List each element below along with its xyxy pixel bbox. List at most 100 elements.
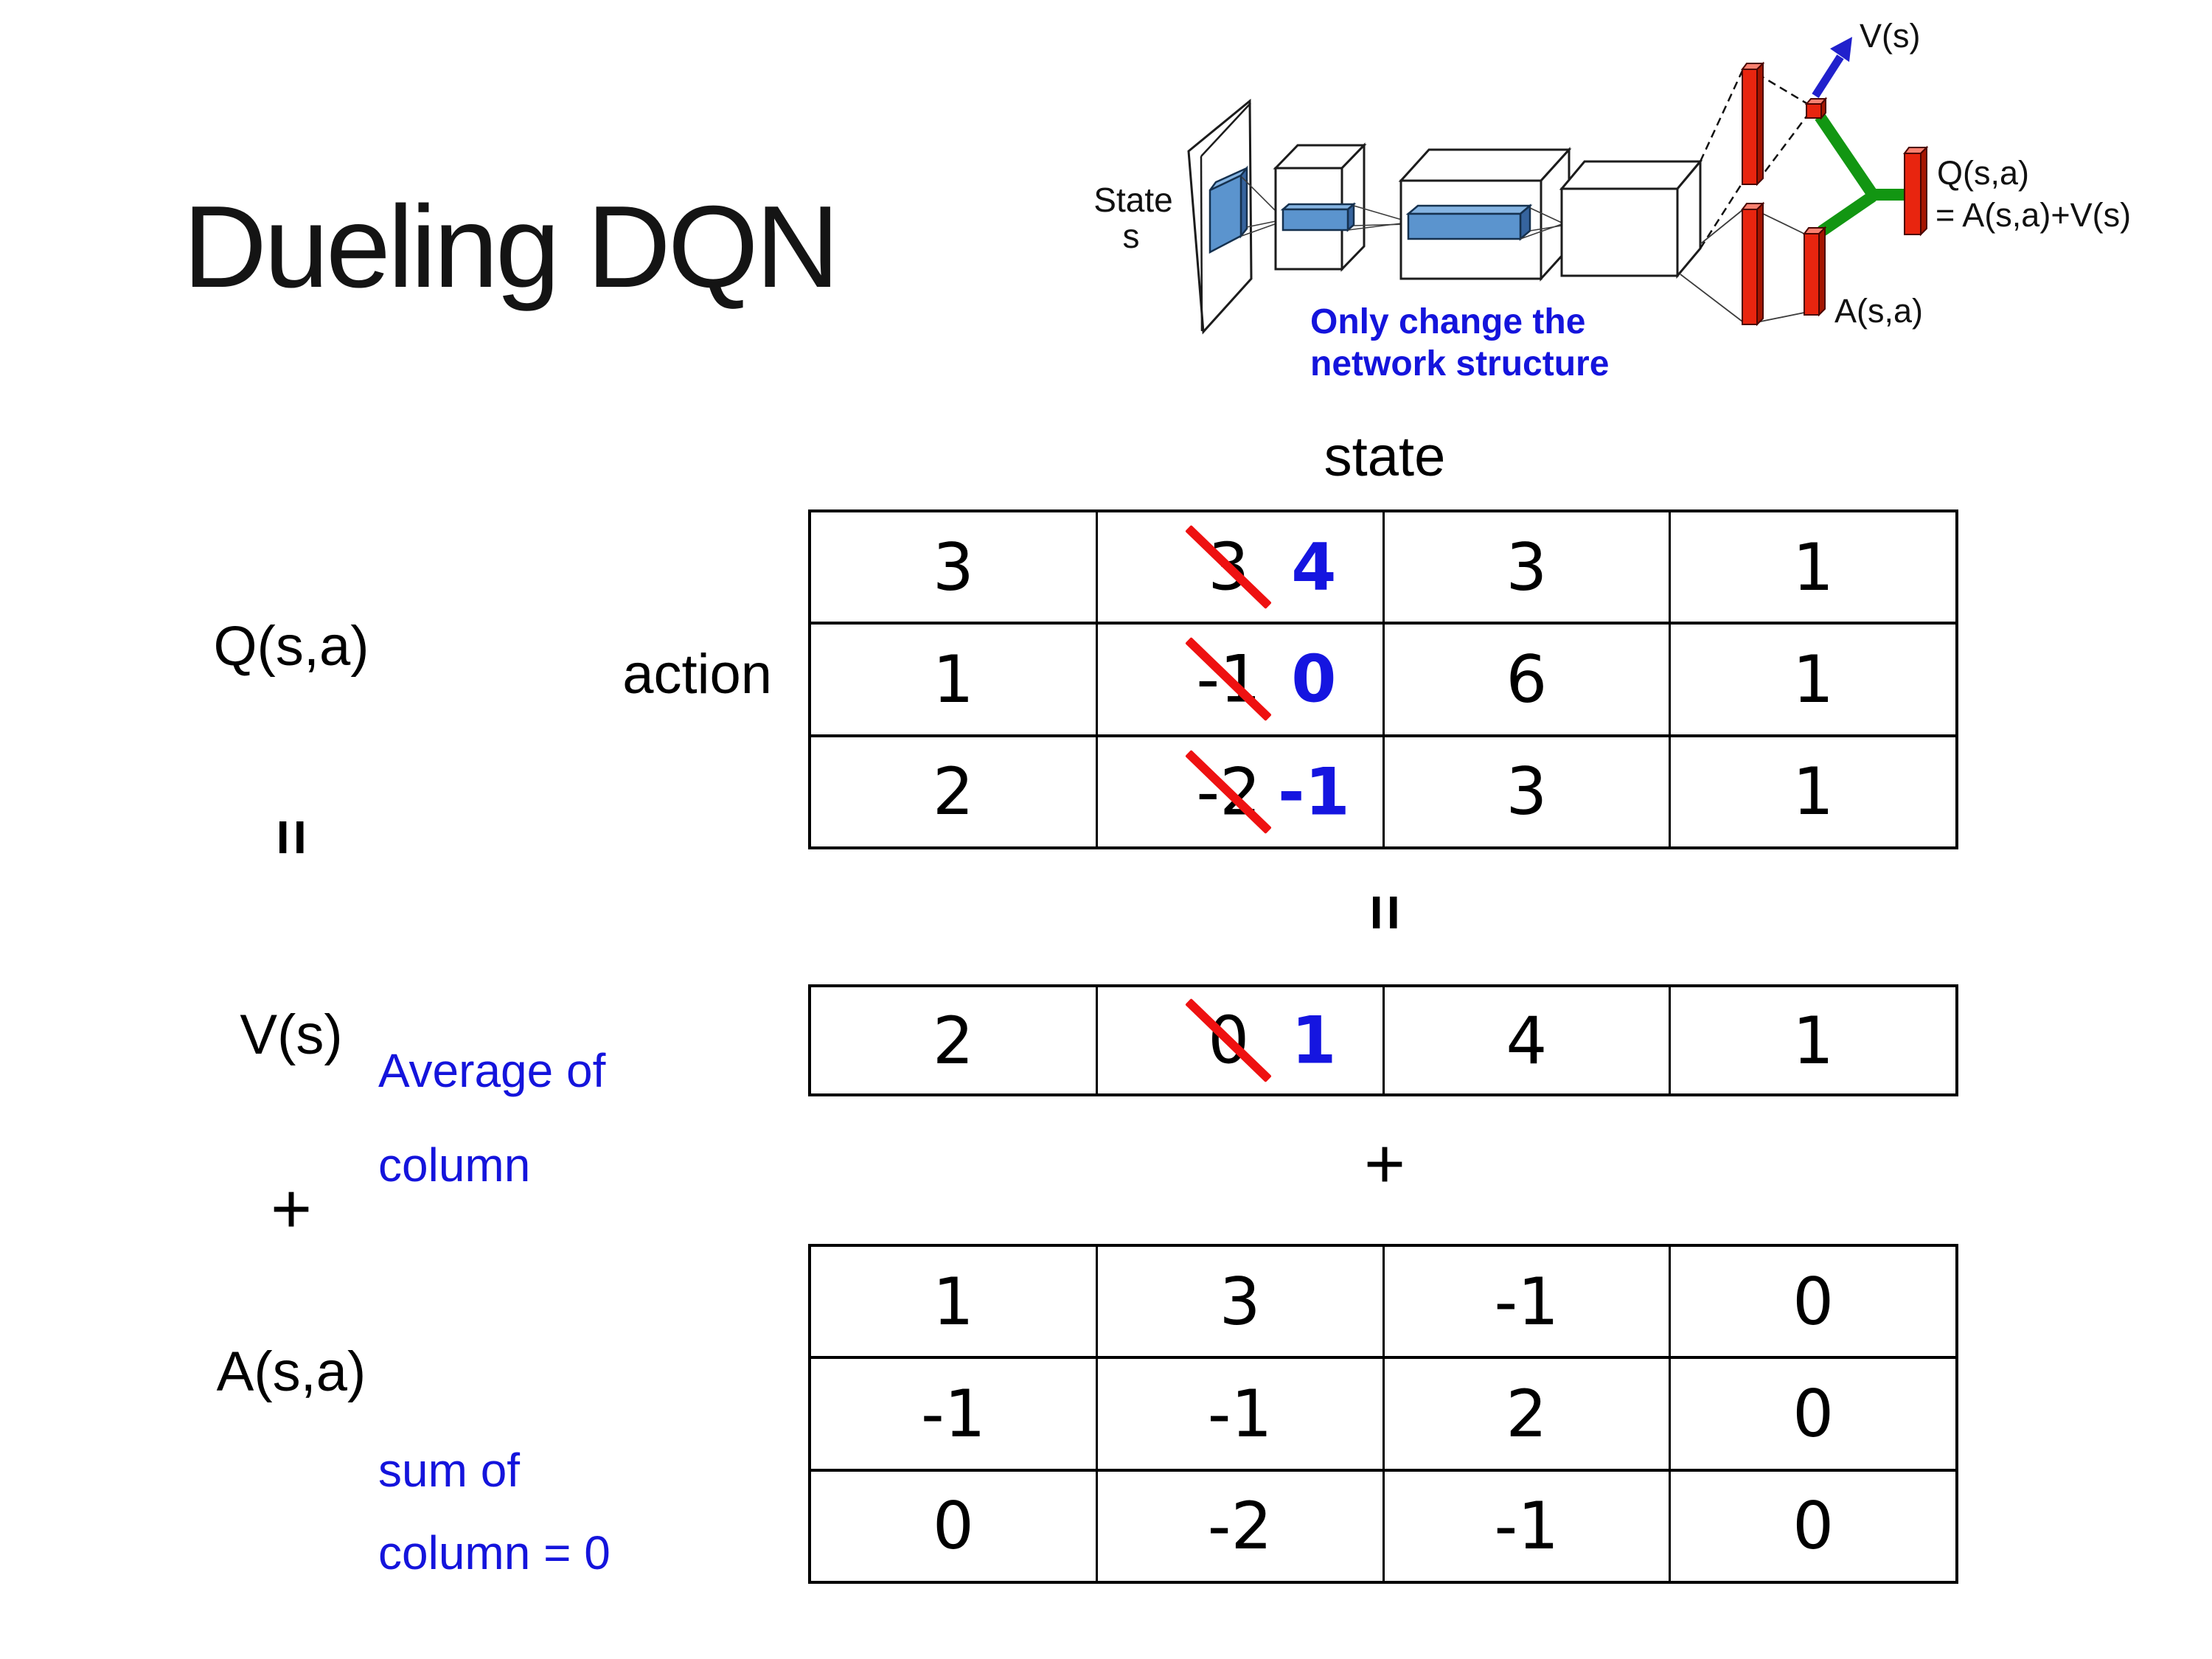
diagram-q-eq-label: = A(s,a)+V(s) bbox=[1935, 196, 2131, 234]
table-row: 3 34 3 1 bbox=[811, 512, 1955, 622]
table-cell: 1 bbox=[1669, 737, 1955, 846]
fc-solid-links bbox=[1680, 209, 1805, 323]
corrected-value: 1 bbox=[1291, 1002, 1337, 1079]
table-row: 0 -2 -1 0 bbox=[811, 1468, 1955, 1581]
cell-value: 2 bbox=[1506, 1375, 1548, 1452]
cell-value: -1 bbox=[1494, 1263, 1559, 1340]
table-cell: 3 bbox=[1095, 1247, 1382, 1357]
cell-value: 6 bbox=[1506, 641, 1548, 717]
v-table: 2 01 4 1 bbox=[808, 984, 1958, 1096]
v-node bbox=[1804, 97, 1828, 120]
table-cell: 0 bbox=[1669, 1359, 1955, 1469]
table-cell: 3 bbox=[1382, 512, 1669, 622]
table-cell: 2 bbox=[811, 737, 1096, 846]
cell-value: -1 bbox=[1207, 1375, 1273, 1452]
conv-slab-1 bbox=[1280, 202, 1357, 232]
diagram-input-label-s: s bbox=[1123, 217, 1140, 255]
slide-title: Dueling DQN bbox=[183, 182, 840, 312]
cell-value: 1 bbox=[1792, 641, 1834, 717]
diagram-a-label: A(s,a) bbox=[1834, 292, 1923, 330]
network-diagram: State s V(s) A(s,a) Q(s,a) = A(s,a)+V(s)… bbox=[1093, 17, 2131, 383]
conv-slab-2 bbox=[1405, 204, 1533, 241]
average-note: Average of column bbox=[378, 1044, 606, 1192]
table-cell: 2 bbox=[811, 987, 1096, 1093]
corrected-value: 0 bbox=[1291, 641, 1337, 717]
cell-value: 3 bbox=[932, 529, 974, 605]
corrected-value: -1 bbox=[1278, 754, 1350, 830]
table-cell: 3 bbox=[1382, 737, 1669, 846]
table-cell: -1 bbox=[1382, 1471, 1669, 1581]
v-function-label: V(s) bbox=[240, 1004, 343, 1066]
cell-value: 3 bbox=[1506, 529, 1548, 605]
cell-value: -1 bbox=[921, 1375, 986, 1452]
cell-value: 1 bbox=[1792, 754, 1834, 830]
conv-cone-2 bbox=[1347, 205, 1408, 231]
diagram-v-label: V(s) bbox=[1860, 17, 1921, 55]
cell-value: -1 bbox=[1494, 1488, 1559, 1565]
cell-value: 0 bbox=[1792, 1375, 1834, 1452]
table-row: 2 -2-1 3 1 bbox=[811, 734, 1955, 846]
cell-value: -2 bbox=[1207, 1488, 1273, 1565]
cell-value: 3 bbox=[1219, 1263, 1261, 1340]
diagram-q-label: Q(s,a) bbox=[1937, 154, 2029, 192]
a-node bbox=[1803, 226, 1827, 317]
merge-connector bbox=[1815, 113, 1906, 237]
table-cell: -1 bbox=[1095, 1359, 1382, 1469]
table-cell: 6 bbox=[1382, 625, 1669, 734]
table-cell: 2 bbox=[1382, 1359, 1669, 1469]
input-conv-patch bbox=[1208, 165, 1248, 254]
cell-value: 1 bbox=[1792, 529, 1834, 605]
a-function-label: A(s,a) bbox=[216, 1340, 366, 1403]
cell-value: 1 bbox=[1792, 1002, 1834, 1079]
cell-value: 0 bbox=[1792, 1263, 1834, 1340]
fc-bar-value-stream bbox=[1741, 61, 1765, 187]
conv-box-3 bbox=[1559, 158, 1703, 279]
diagram-note-line1: Only change the bbox=[1310, 302, 1585, 341]
conv-cone-3 bbox=[1520, 207, 1562, 240]
fc-bar-advantage-stream bbox=[1741, 201, 1765, 327]
cell-value: 2 bbox=[932, 754, 974, 830]
plus-left: + bbox=[270, 1169, 313, 1248]
table-cell: 1 bbox=[811, 625, 1096, 734]
table-cell: -1 bbox=[1382, 1247, 1669, 1357]
table-cell: 3 bbox=[811, 512, 1096, 622]
cell-value: 0 bbox=[1792, 1488, 1834, 1565]
q-function-label: Q(s,a) bbox=[213, 615, 369, 678]
table-row: 1 3 -1 0 bbox=[811, 1247, 1955, 1357]
table-cell: 1 bbox=[1669, 512, 1955, 622]
table-cell: -1 bbox=[811, 1359, 1096, 1468]
diagram-input-label: State bbox=[1093, 181, 1172, 219]
a-table: 1 3 -1 0 -1 -1 2 0 0 -2 -1 0 bbox=[808, 1244, 1958, 1584]
table-cell: 1 bbox=[1669, 987, 1955, 1093]
table-row: -1 -1 2 0 bbox=[811, 1356, 1955, 1469]
table-cell: -2 bbox=[1095, 1471, 1382, 1581]
table-cell-corrected: 34 bbox=[1095, 512, 1382, 622]
table-cell: 0 bbox=[811, 1472, 1096, 1581]
cell-value: 0 bbox=[932, 1488, 974, 1565]
diagram-note-line2: network structure bbox=[1310, 344, 1609, 383]
sum-note: sum of column = 0 bbox=[378, 1444, 611, 1579]
state-axis-label: state bbox=[1324, 425, 1446, 488]
v-arrow bbox=[1812, 37, 1852, 98]
plus-mid: + bbox=[1363, 1124, 1406, 1203]
fc-dashed-links bbox=[1699, 70, 1807, 249]
table-cell-corrected: -10 bbox=[1095, 625, 1382, 734]
table-cell: 0 bbox=[1669, 1471, 1955, 1581]
action-axis-label: action bbox=[622, 643, 772, 706]
table-row: 2 01 4 1 bbox=[811, 987, 1955, 1093]
cell-value: 2 bbox=[932, 1002, 974, 1079]
table-cell: 1 bbox=[1669, 625, 1955, 734]
q-node bbox=[1903, 145, 1929, 237]
cell-value: 1 bbox=[932, 641, 974, 717]
equals-left: = bbox=[256, 818, 327, 856]
table-cell-corrected: 01 bbox=[1095, 987, 1382, 1093]
cell-value: 4 bbox=[1506, 1002, 1548, 1079]
equals-mid: = bbox=[1349, 894, 1421, 931]
corrected-value: 4 bbox=[1291, 529, 1337, 605]
cell-value: 1 bbox=[932, 1263, 974, 1340]
table-cell-corrected: -2-1 bbox=[1095, 737, 1382, 846]
table-row: 1 -10 6 1 bbox=[811, 622, 1955, 734]
cell-value: 3 bbox=[1506, 754, 1548, 830]
